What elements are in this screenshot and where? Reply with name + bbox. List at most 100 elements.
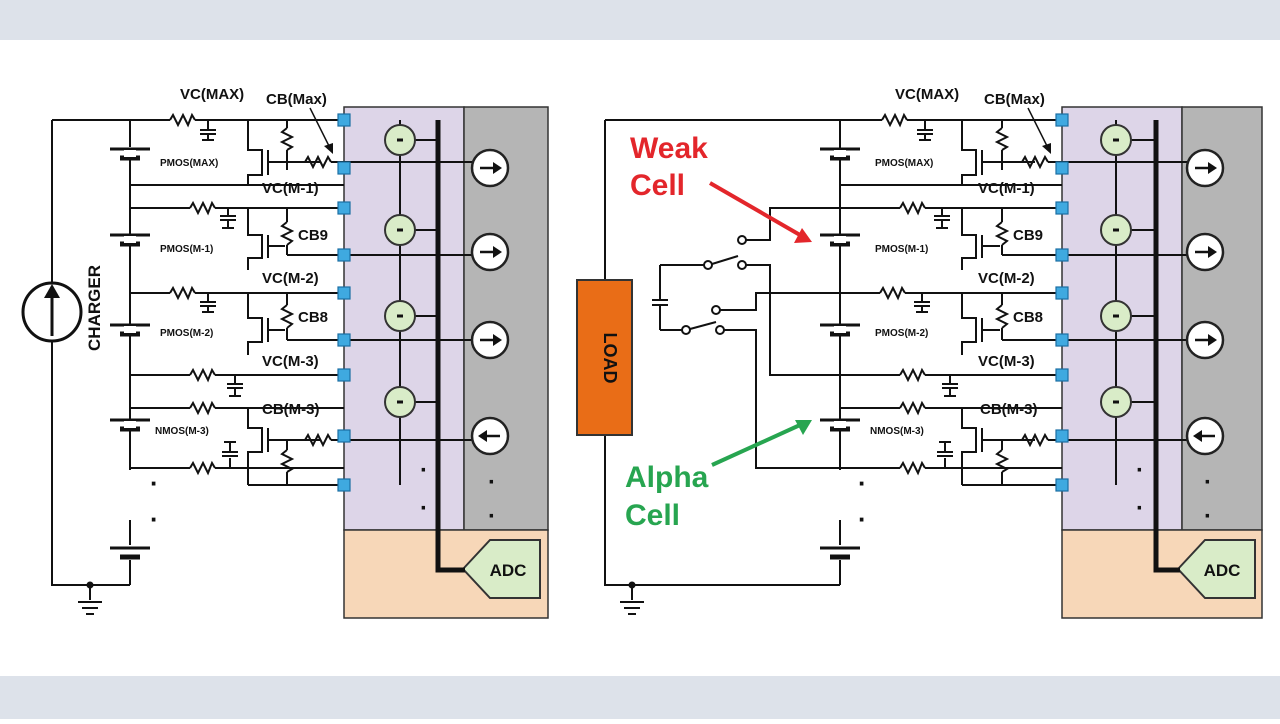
bottom-band	[0, 676, 1280, 719]
resistor-icon	[169, 112, 196, 128]
ic-pin	[337, 478, 351, 492]
ground-icon	[620, 585, 644, 615]
cb-m3-label: CB(M-3)	[980, 401, 1038, 418]
svg-text:·: ·	[488, 503, 496, 530]
resistor-icon	[899, 460, 926, 476]
svg-text:·: ·	[420, 457, 428, 484]
comparator-icon	[1100, 124, 1132, 156]
cb-m3-label: CB(M-3)	[262, 401, 320, 418]
switch-icon	[681, 305, 725, 335]
resistor-icon	[1021, 432, 1049, 448]
vc-m2-label: VC(M-2)	[262, 270, 319, 287]
pmos-m1-label: PMOS(M-1)	[160, 244, 213, 255]
ic-pin	[1055, 429, 1069, 443]
svg-text:·: ·	[1204, 469, 1212, 496]
cb8-label: CB8	[1013, 309, 1043, 326]
nmos-m3-label: NMOS(M-3)	[870, 426, 924, 437]
ic-pin	[1055, 201, 1069, 215]
charger-label: CHARGER	[85, 265, 104, 351]
pmos-m1-label: PMOS(M-1)	[875, 244, 928, 255]
resistor-icon	[304, 432, 332, 448]
vc-m1-label: VC(M-1)	[262, 180, 319, 197]
resistor-icon	[899, 367, 926, 383]
resistor-icon	[881, 112, 908, 128]
top-band	[0, 0, 1280, 40]
load-label: LOAD	[600, 333, 620, 384]
current-source-icon	[470, 416, 510, 456]
charger-source-icon	[21, 281, 83, 343]
resistor-icon	[279, 449, 295, 473]
current-source-icon	[1185, 148, 1225, 188]
nmos-m3-label: NMOS(M-3)	[155, 426, 209, 437]
comparator-icon	[1100, 214, 1132, 246]
vc-m3-label: VC(M-3)	[978, 353, 1035, 370]
ic-pin	[1055, 333, 1069, 347]
resistor-icon	[994, 221, 1010, 246]
ic-pin	[1055, 286, 1069, 300]
svg-text:·: ·	[488, 469, 496, 496]
battery-cell-icon	[110, 233, 150, 247]
battery-cell-icon	[110, 323, 150, 337]
right-adc-block	[1176, 539, 1256, 599]
ic-pin	[337, 286, 351, 300]
ic-pin	[1055, 113, 1069, 127]
pmos-m2-label: PMOS(M-2)	[160, 328, 213, 339]
battery-cell-icon	[820, 323, 860, 337]
left-adc-block	[461, 539, 541, 599]
ic-pin	[337, 248, 351, 262]
alpha-cell-label-line2: Cell	[625, 499, 680, 532]
right-current-source-region	[1181, 106, 1263, 531]
battery-cell-icon	[820, 418, 860, 432]
ic-pin	[1055, 248, 1069, 262]
resistor-icon	[189, 400, 216, 416]
comparator-icon	[384, 386, 416, 418]
comparator-icon	[384, 214, 416, 246]
resistor-icon	[994, 127, 1010, 151]
svg-text:·: ·	[1136, 457, 1144, 484]
cb-max-label: CB(Max)	[984, 91, 1045, 108]
comparator-icon	[1100, 300, 1132, 332]
resistor-icon	[899, 400, 926, 416]
svg-text:·: ·	[858, 504, 867, 534]
svg-text:·: ·	[150, 504, 159, 534]
vc-m2-label: VC(M-2)	[978, 270, 1035, 287]
vc-max-label: VC(MAX)	[180, 86, 244, 103]
vc-m3-label: VC(M-3)	[262, 353, 319, 370]
battery-cell-icon	[110, 147, 150, 161]
left-adc-label: ADC	[490, 561, 527, 580]
weak-cell-label-line1: Weak	[630, 132, 708, 165]
comparator-icon	[384, 124, 416, 156]
resistor-icon	[994, 449, 1010, 473]
resistor-icon	[994, 304, 1010, 329]
ic-pin	[337, 368, 351, 382]
ic-pin	[1055, 478, 1069, 492]
left-stack-dots: ·	[150, 468, 159, 498]
vc-max-label: VC(MAX)	[895, 86, 959, 103]
current-source-icon	[470, 148, 510, 188]
resistor-icon	[879, 285, 906, 301]
switch-icon	[737, 235, 747, 245]
resistor-icon	[169, 285, 196, 301]
right-panel: ADC LOAD · ·	[576, 86, 1263, 619]
cb8-label: CB8	[298, 309, 328, 326]
resistor-icon	[1021, 154, 1049, 170]
current-source-icon	[470, 232, 510, 272]
resistor-icon	[279, 221, 295, 246]
svg-text:·: ·	[1204, 503, 1212, 530]
current-source-icon	[1185, 232, 1225, 272]
right-adc-label: ADC	[1204, 561, 1241, 580]
resistor-icon	[899, 200, 926, 216]
vc-m1-label: VC(M-1)	[978, 180, 1035, 197]
resistor-icon	[279, 127, 295, 151]
comparator-icon	[384, 300, 416, 332]
ic-pin	[1055, 368, 1069, 382]
current-source-icon	[1185, 416, 1225, 456]
pmos-max-label: PMOS(MAX)	[160, 158, 218, 169]
ground-icon	[78, 585, 102, 615]
ic-pin	[337, 161, 351, 175]
ic-pin	[1055, 161, 1069, 175]
current-source-icon	[470, 320, 510, 360]
battery-cell-icon	[820, 147, 860, 161]
